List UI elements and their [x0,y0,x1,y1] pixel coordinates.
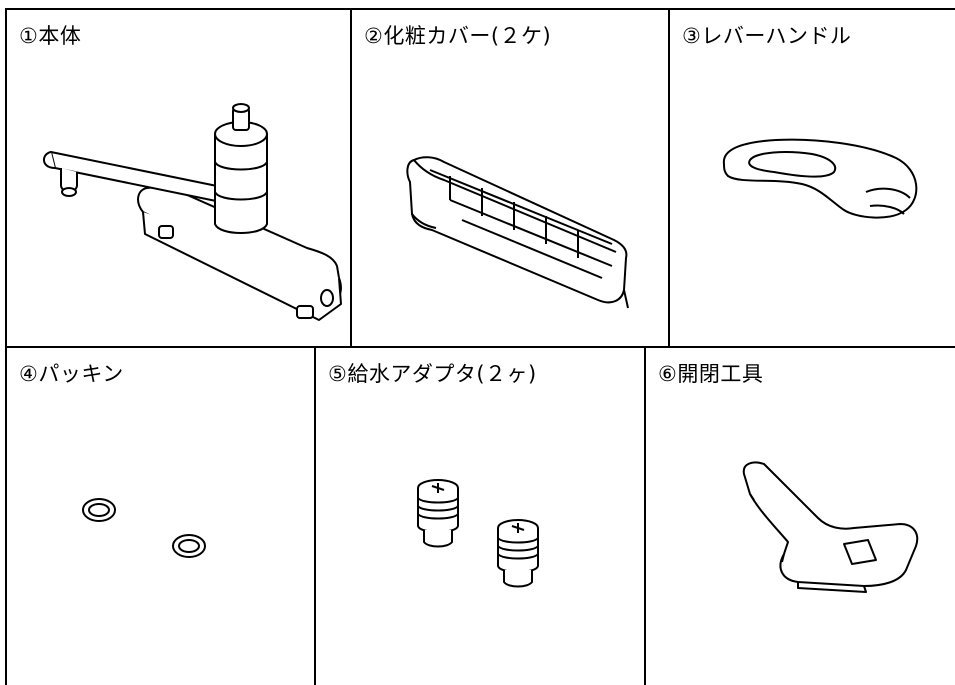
part-cell-gasket: ④パッキン [7,348,314,685]
part-cell-lever: ③レバーハンドル [670,10,955,346]
gasket-rings-icon [82,498,206,558]
part-label: ⑤給水アダプタ(２ヶ) [328,362,537,386]
part-label: ②化粧カバー(２ケ) [364,24,552,48]
grid-bottom-divider-1 [314,346,316,685]
part-cell-cover: ②化粧カバー(２ケ) [352,10,668,346]
grid-middle-divider [5,346,955,348]
water-supply-adapters-icon [417,479,539,588]
part-label: ⑥開閉工具 [658,362,764,386]
part-label: ④パッキン [19,362,124,386]
part-cell-adapter: ⑤給水アダプタ(２ヶ) [316,348,644,685]
grid-top-divider-2 [668,8,670,346]
open-close-tool-icon [742,461,919,593]
part-label: ①本体 [19,24,82,48]
lever-handle-icon [722,138,918,219]
grid-top-border [5,8,955,10]
part-label: ③レバーハンドル [682,24,852,48]
part-cell-body: ①本体 [7,10,350,346]
decorative-cover-icon [406,156,629,309]
grid-top-divider-1 [350,8,352,346]
grid-bottom-divider-2 [644,346,646,685]
faucet-body-icon [43,103,342,321]
part-cell-tool: ⑥開閉工具 [646,348,955,685]
